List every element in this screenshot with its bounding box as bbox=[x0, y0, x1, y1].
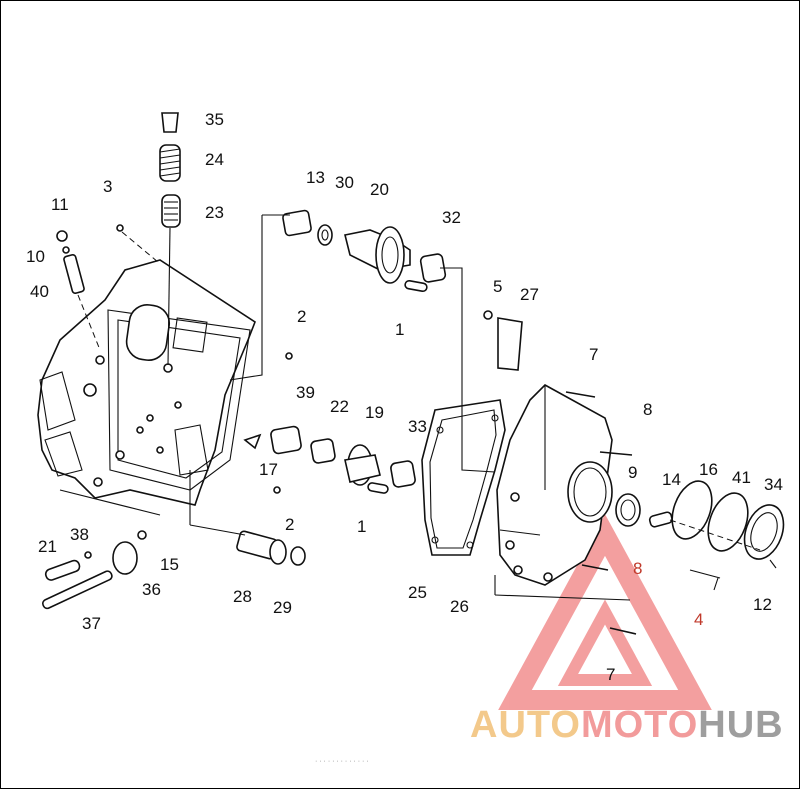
callout-8-lower: 8 bbox=[633, 559, 642, 578]
alignment-lines bbox=[59, 214, 761, 601]
watermark-hub: HUB bbox=[698, 704, 783, 746]
callout-27: 27 bbox=[520, 285, 539, 304]
callout-24: 24 bbox=[205, 150, 224, 169]
callout-13: 13 bbox=[306, 168, 325, 187]
relief-valve-stack bbox=[159, 112, 181, 366]
svg-text:AUTOMOTOHUB: AUTOMOTOHUB bbox=[470, 704, 784, 746]
watermark-triangle bbox=[498, 514, 712, 710]
callout-4: 4 bbox=[694, 610, 703, 629]
callout-12: 12 bbox=[753, 595, 772, 614]
watermark-auto: AUTO bbox=[470, 704, 581, 746]
callout-10: 10 bbox=[26, 247, 45, 266]
callout-26: 26 bbox=[450, 597, 469, 616]
callout-14: 14 bbox=[662, 470, 681, 489]
callout-29: 29 bbox=[273, 598, 292, 617]
callout-20: 20 bbox=[370, 180, 389, 199]
callout-8-upper: 8 bbox=[643, 400, 652, 419]
callout-41: 41 bbox=[732, 468, 751, 487]
callout-23: 23 bbox=[205, 203, 224, 222]
callout-39: 39 bbox=[296, 383, 315, 402]
callout-2-lower: 2 bbox=[285, 515, 294, 534]
gasket bbox=[421, 399, 506, 556]
bolts bbox=[273, 310, 637, 635]
callout-7-lower: 7 bbox=[606, 665, 615, 684]
callout-11: 11 bbox=[51, 195, 69, 214]
callout-19: 19 bbox=[365, 403, 384, 422]
lower-parts-group bbox=[41, 530, 306, 610]
callout-30: 30 bbox=[335, 173, 354, 192]
small-gasket bbox=[497, 317, 523, 371]
callout-25: 25 bbox=[408, 583, 427, 602]
callout-17: 17 bbox=[259, 460, 278, 479]
callout-32: 32 bbox=[442, 208, 461, 227]
callout-38: 38 bbox=[70, 525, 89, 544]
callout-labels: 35 24 23 3 11 10 40 13 30 20 32 1 5 27 2… bbox=[26, 110, 783, 684]
callout-5: 5 bbox=[493, 277, 502, 296]
watermark-moto: MOTO bbox=[581, 704, 698, 746]
watermark-logo: AUTOMOTOHUB bbox=[470, 704, 784, 746]
callout-1-lower: 1 bbox=[357, 517, 366, 536]
side-cover bbox=[496, 384, 613, 586]
callout-33: 33 bbox=[408, 417, 427, 436]
main-case bbox=[37, 259, 256, 506]
callout-15: 15 bbox=[160, 555, 179, 574]
callout-9: 9 bbox=[628, 463, 637, 482]
middle-shaft-group bbox=[243, 425, 416, 494]
callout-7-upper: 7 bbox=[589, 345, 598, 364]
sensor-assembly bbox=[56, 224, 159, 351]
callout-2-upper: 2 bbox=[297, 307, 306, 326]
callout-37: 37 bbox=[82, 614, 101, 633]
callout-36: 36 bbox=[142, 580, 161, 599]
upper-shaft-group bbox=[282, 209, 447, 293]
callout-1-upper: 1 bbox=[395, 320, 404, 339]
footer-fine-print: · · · · · · · · · · · · · bbox=[315, 758, 369, 765]
callout-34: 34 bbox=[764, 475, 783, 494]
callout-22: 22 bbox=[330, 397, 349, 416]
callout-16: 16 bbox=[699, 460, 718, 479]
callout-28: 28 bbox=[233, 587, 252, 606]
callout-3: 3 bbox=[103, 177, 112, 196]
callout-35: 35 bbox=[205, 110, 224, 129]
callout-21: 21 bbox=[38, 537, 57, 556]
callout-40: 40 bbox=[30, 282, 49, 301]
